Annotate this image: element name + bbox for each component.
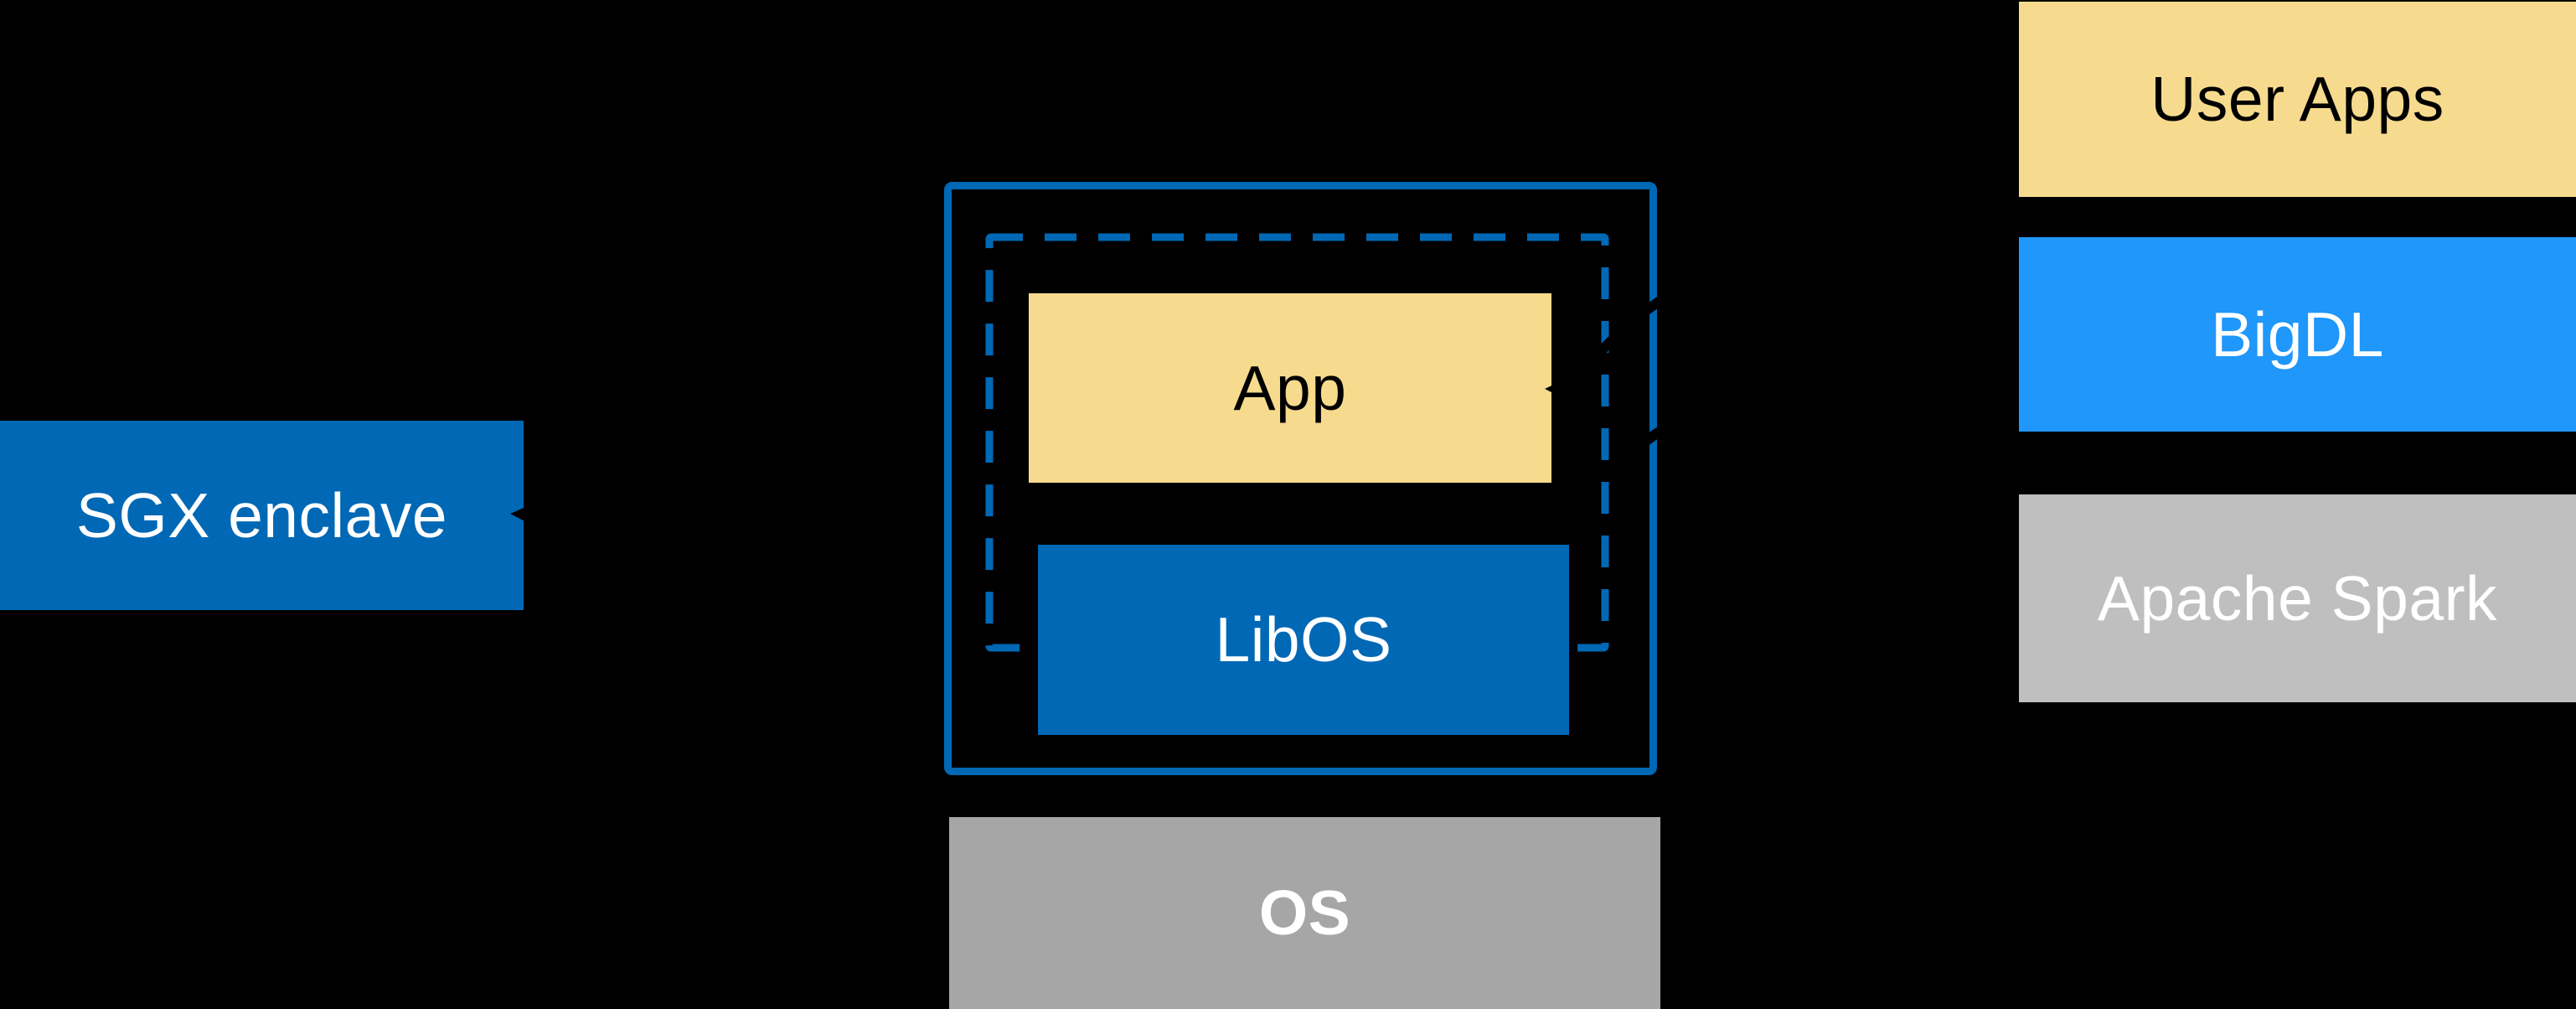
arrow-to-app-curve <box>1551 261 1756 390</box>
user-apps-label: User Apps <box>2150 64 2444 134</box>
apache-spark-box: Apache Spark <box>2019 494 2576 702</box>
os-box: OS <box>949 817 1660 1009</box>
apache-spark-label: Apache Spark <box>2097 562 2498 634</box>
app-box: App <box>1029 293 1551 483</box>
bigdl-box: BigDL <box>2019 237 2576 432</box>
app-label: App <box>1233 352 1347 423</box>
arrow-to-sgx-stub <box>536 495 642 518</box>
arrow-lower-fragment-curve <box>1617 396 1758 468</box>
os-label: OS <box>1258 877 1351 948</box>
bigdl-label: BigDL <box>2211 298 2384 370</box>
libos-box: LibOS <box>1038 545 1569 735</box>
sgx-enclave-box: SGX enclave <box>0 421 524 610</box>
libos-label: LibOS <box>1215 604 1392 675</box>
user-apps-box: User Apps <box>2019 2 2576 197</box>
sgx-enclave-label: SGX enclave <box>75 479 448 551</box>
